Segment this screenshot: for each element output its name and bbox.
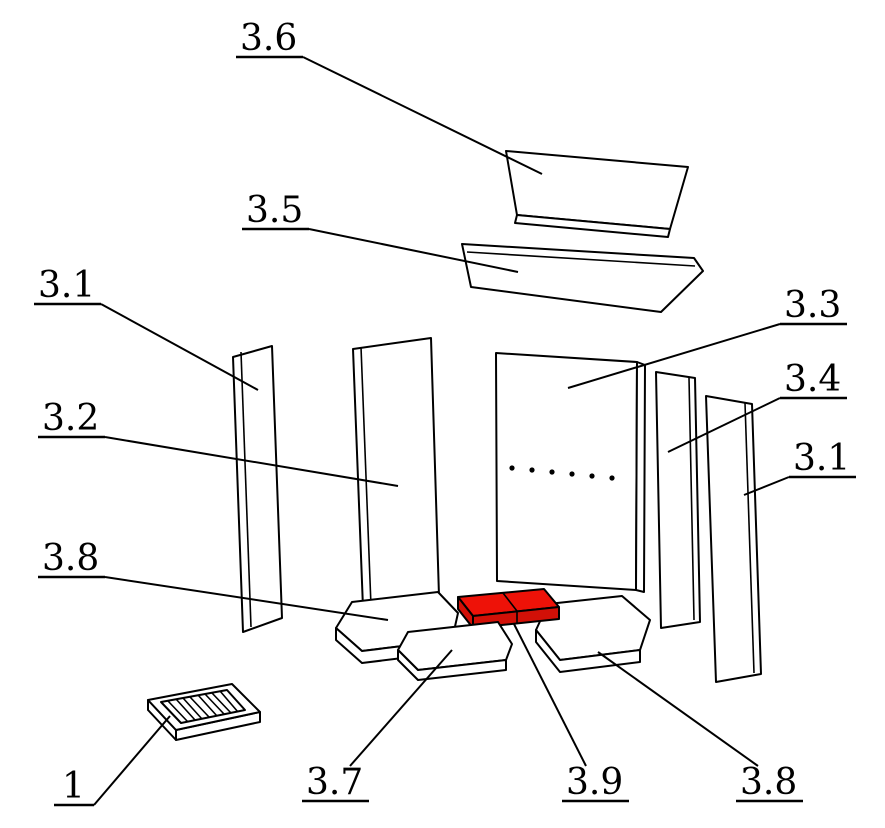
leader-3-1-left	[100, 303, 259, 391]
part-3-4-face	[655, 371, 701, 629]
air-hole	[569, 471, 575, 477]
part-3-3-face	[495, 352, 638, 591]
part-3-3-edge	[635, 361, 646, 593]
label-3-5: 3.5	[246, 190, 303, 231]
part-3-3-back-panel-center	[495, 352, 646, 593]
part-3-4-back-panel-right	[655, 371, 701, 629]
grate-slat	[182, 697, 203, 720]
label-3-3: 3.3	[784, 285, 841, 326]
leader-lines	[93, 56, 790, 806]
grate-slats	[167, 690, 239, 723]
label-3-6: 3.6	[240, 18, 297, 59]
part-labels: 3.6 3.5 3.1 3.2 3.3 3.4 3.1 3.8 1 3.7 3.…	[34, 18, 856, 807]
part-3-9-divider-top	[502, 592, 518, 612]
leader-3-6	[302, 56, 543, 175]
air-hole	[509, 465, 515, 471]
grate-slat	[175, 698, 196, 721]
part-3-1-left-face	[232, 345, 283, 633]
part-3-7-front-face	[397, 649, 507, 681]
label-3-7: 3.7	[306, 762, 363, 803]
part-3-6-top-baffle-plate	[505, 150, 689, 238]
part-3-3-air-holes	[509, 465, 615, 481]
leader-3-2	[104, 436, 399, 487]
leader-3-8-right	[597, 651, 759, 767]
leader-3-3	[567, 323, 781, 389]
label-3-8-right: 3.8	[740, 762, 797, 803]
label-3-2: 3.2	[42, 398, 99, 439]
grate-slat	[219, 690, 239, 713]
part-3-7-bottom-stone-front	[397, 621, 513, 681]
part-3-8-bottom-stone-right	[535, 595, 651, 673]
label-3-8-left: 3.8	[42, 538, 99, 579]
leader-3-1-right	[743, 476, 790, 496]
air-hole	[589, 473, 595, 479]
grate-slat	[197, 694, 218, 717]
part-3-4-thickness-line	[688, 377, 695, 621]
part-3-5-lower-baffle-plate	[461, 243, 704, 313]
air-hole	[529, 467, 535, 473]
part-3-1-side-panel-left	[232, 345, 283, 633]
grate-slat	[211, 692, 232, 714]
part-3-8-right-front-face	[535, 629, 641, 673]
grate-slat	[189, 696, 210, 718]
leader-3-4	[667, 397, 781, 453]
leader-1	[93, 715, 171, 806]
label-3-4: 3.4	[784, 359, 841, 400]
part-3-2-back-panel-left	[352, 337, 440, 609]
leader-3-9	[513, 623, 587, 767]
label-3-1-left: 3.1	[38, 265, 95, 306]
grate-slat	[167, 700, 189, 723]
part-1-grate-tray	[147, 683, 261, 741]
air-hole	[609, 475, 615, 481]
part-3-1-left-thickness-line	[240, 351, 252, 628]
leader-3-5	[308, 228, 519, 273]
grate-slat	[204, 693, 225, 715]
part-3-5-thickness-line	[466, 251, 696, 267]
air-hole	[549, 469, 555, 475]
label-1: 1	[62, 766, 85, 807]
part-3-2-thickness-line	[360, 346, 372, 607]
part-3-1-side-panel-right	[705, 395, 762, 683]
part-3-6-edge	[514, 214, 671, 238]
label-3-1-right: 3.1	[793, 438, 850, 479]
part-3-1-right-thickness-line	[744, 402, 755, 674]
leader-3-8-left	[104, 576, 389, 621]
part-3-5-face	[461, 243, 704, 313]
label-3-9: 3.9	[566, 762, 623, 803]
leader-3-7	[349, 649, 453, 767]
